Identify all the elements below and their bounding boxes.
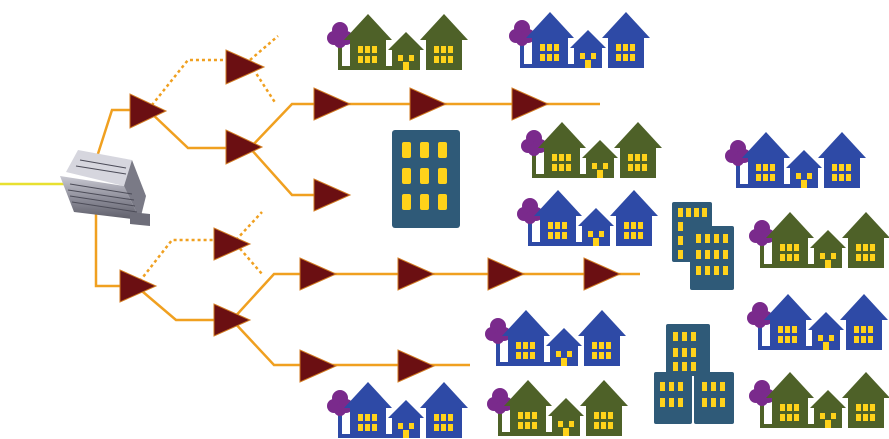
office-building-icon <box>392 130 460 228</box>
amplifier-triangle-icon <box>299 349 338 383</box>
house-icon <box>747 294 888 350</box>
office-building-icon <box>654 324 734 424</box>
amplifier-triangle-icon <box>397 257 436 291</box>
amplifier-triangle-icon <box>583 257 622 291</box>
amplifier-triangle-icon <box>511 87 550 121</box>
amplifier-triangle-icon <box>299 257 338 291</box>
house-icon <box>517 190 658 246</box>
headend-node-icon <box>60 150 150 226</box>
amplifier-triangle-icon <box>487 257 526 291</box>
amplifier-triangle-icon <box>397 349 436 383</box>
house-icon <box>521 122 662 178</box>
house-icon <box>327 382 468 438</box>
amplifier-triangle-icon <box>225 49 266 85</box>
amplifier-triangle-icon <box>119 269 158 303</box>
amplifier-triangle-icon <box>129 93 168 129</box>
amplifier-triangle-icon <box>213 227 252 261</box>
house-icon <box>487 380 628 436</box>
amplifier-triangle-icon <box>313 87 352 121</box>
house-icon <box>749 372 889 428</box>
house-icon <box>485 310 626 366</box>
office-building-icon <box>672 202 734 290</box>
house-icon <box>725 132 866 188</box>
amplifier-triangle-icon <box>409 87 448 121</box>
house-icon <box>749 212 889 268</box>
amplifier-triangle-icon <box>225 129 264 165</box>
amplifier-triangle-icon <box>213 303 252 337</box>
amplifiers <box>119 49 622 383</box>
house-icon <box>327 14 468 70</box>
house-icon <box>509 12 650 68</box>
amplifier-triangle-icon <box>313 178 352 212</box>
